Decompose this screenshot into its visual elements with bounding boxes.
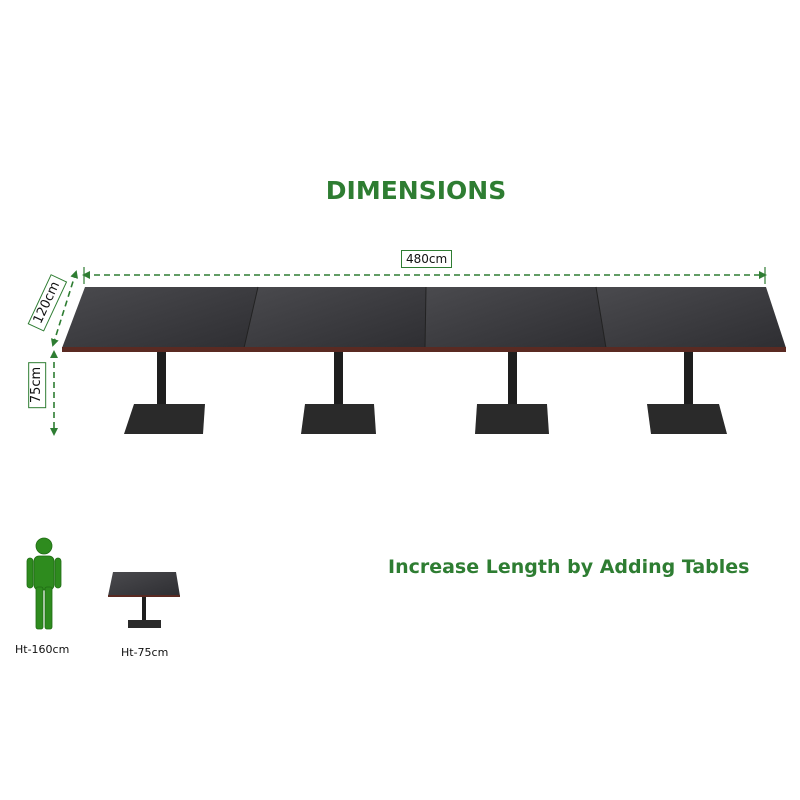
- tabletop-front-edge: [62, 347, 786, 352]
- page-title: DIMENSIONS: [325, 176, 507, 205]
- tabletop-segment-1: [62, 287, 258, 348]
- tabletop-group: [62, 286, 786, 352]
- depth-dimension-line: [50, 270, 79, 347]
- tabletop-segment-4: [596, 287, 786, 348]
- pedestal-base-4: [647, 352, 727, 434]
- person-height-label: Ht-160cm: [15, 643, 70, 656]
- length-label: 480cm: [401, 250, 453, 268]
- height-label: 75cm: [28, 361, 47, 409]
- table-height-label: Ht-75cm: [121, 646, 169, 659]
- tabletop-segment-2: [244, 287, 426, 348]
- tabletop-segment-3: [425, 287, 606, 348]
- pedestal-base-3: [475, 352, 549, 434]
- pedestal-base-2: [301, 352, 376, 434]
- pedestal-base-1: [124, 352, 205, 434]
- add-tables-subtitle: Increase Length by Adding Tables: [388, 556, 750, 578]
- single-table-icon: [108, 572, 180, 628]
- person-silhouette-icon: [26, 537, 62, 630]
